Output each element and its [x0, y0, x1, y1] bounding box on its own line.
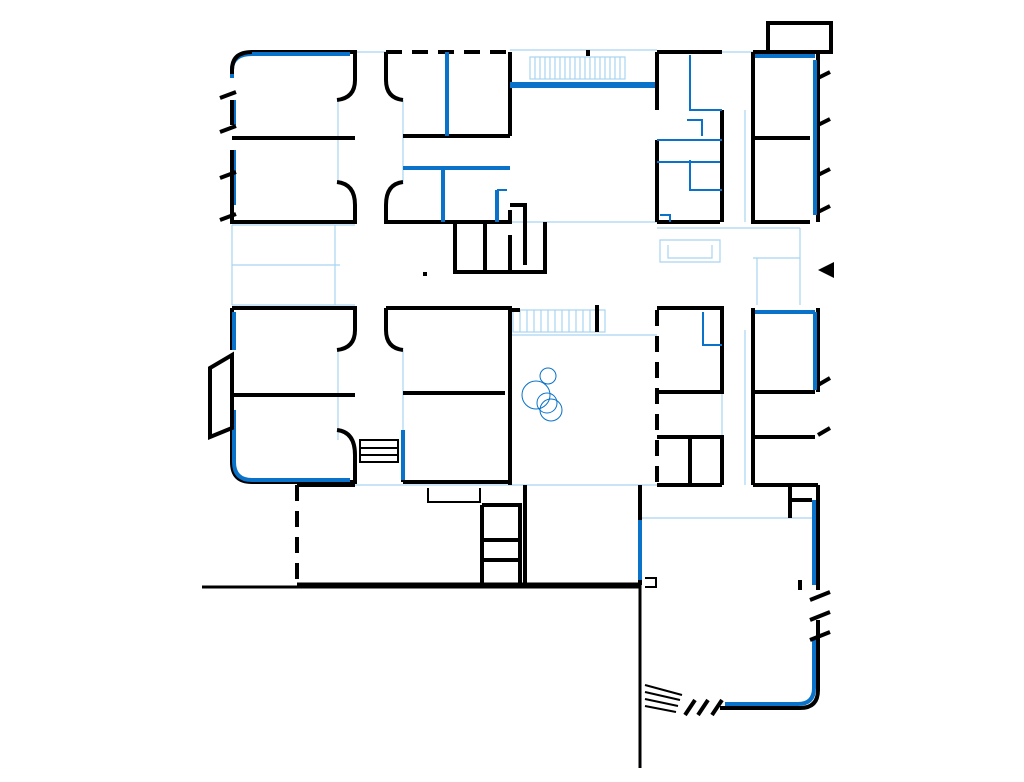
annex-lower-left [202, 483, 642, 589]
room-block-top-center-left [384, 50, 547, 274]
entrance-triangle-icon [818, 262, 834, 278]
room-block-bottom-left [208, 306, 399, 484]
room-block-bottom-center-left [384, 305, 606, 485]
glazing-lines [231, 49, 818, 519]
column [423, 272, 427, 276]
hall-bottom [521, 367, 563, 422]
room-block-bottom-right [655, 306, 832, 518]
hall-top [510, 50, 659, 88]
annex-lower-right [638, 485, 831, 768]
room-block-top-right [655, 21, 834, 278]
room-block-top-left [219, 50, 357, 224]
